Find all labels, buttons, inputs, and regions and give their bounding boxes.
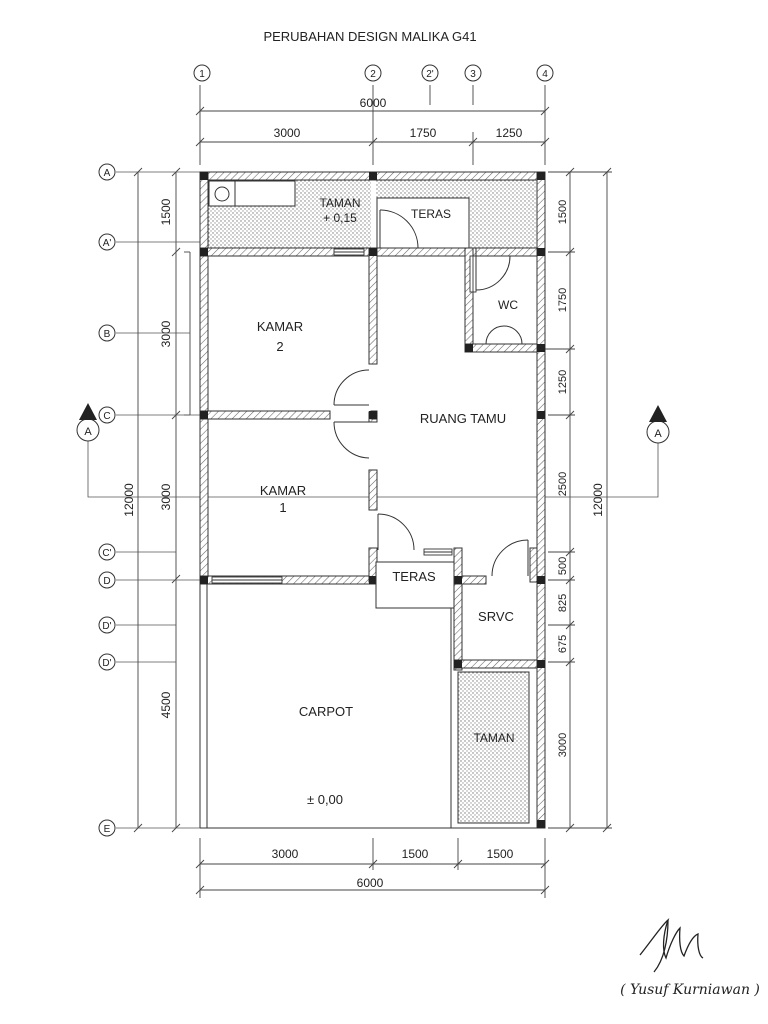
dim-top-total: 6000 (360, 96, 387, 110)
room-label-wc: WC (498, 298, 518, 312)
dim-top-seg-3: 1250 (496, 126, 523, 140)
teras-top-box (376, 197, 470, 249)
row-grid-markers (98, 163, 116, 837)
grid-col-4: 4 (542, 69, 548, 80)
grid-col-1: 1 (199, 69, 205, 80)
taman-bottom-fill (457, 671, 530, 824)
grid-row-b: B (104, 329, 111, 340)
structural-columns (200, 172, 545, 828)
column-grid-markers (193, 64, 554, 82)
room-label-kamar-1: KAMAR (260, 483, 306, 498)
grid-row-e: E (104, 824, 111, 835)
doors (333, 209, 529, 577)
row-grid-leaders (116, 171, 200, 829)
grid-row-d: D (103, 576, 110, 587)
grid-col-2p: 2' (426, 69, 434, 80)
section-marker-left (76, 403, 100, 442)
dim-right-seg-5: 500 (557, 557, 569, 575)
bottom-dimensions (195, 838, 550, 898)
grid-row-d-prime-2: D' (102, 658, 111, 669)
dim-right-seg-8: 3000 (557, 733, 569, 757)
dim-right-seg-3: 1250 (557, 370, 569, 394)
room-label-ruang-tamu: RUANG TAMU (420, 411, 506, 426)
grid-col-3: 3 (470, 69, 476, 80)
room-label-srvc: SRVC (478, 609, 514, 624)
dim-right-seg-6: 825 (557, 594, 569, 612)
room-number-kamar-1: 1 (279, 500, 286, 515)
dim-bottom-seg-2: 1500 (402, 847, 429, 861)
section-label-left: A (84, 426, 92, 438)
grid-row-c-prime: C' (102, 548, 111, 559)
room-level-taman-top: + 0,15 (323, 211, 357, 225)
room-label-kamar-2: KAMAR (257, 319, 303, 334)
room-label-taman-bottom: TAMAN (473, 731, 514, 745)
dim-right-seg-1: 1500 (557, 200, 569, 224)
signature-name: ( Yusuf Kurniawan ) (620, 982, 760, 998)
dim-right-seg-4: 2500 (557, 472, 569, 496)
taman-top-right-fill (470, 198, 536, 248)
dim-left-seg-2: 3000 (159, 320, 173, 347)
room-label-teras-top: TERAS (411, 207, 451, 221)
section-label-right: A (654, 428, 662, 440)
dim-right-seg-7: 675 (557, 635, 569, 653)
dim-left-seg-4: 4500 (159, 691, 173, 718)
teras-mid-box (375, 561, 455, 609)
room-number-kamar-2: 2 (276, 339, 283, 354)
room-level-carpot: ± 0,00 (307, 792, 343, 807)
room-label-teras-mid: TERAS (392, 569, 436, 584)
dim-bottom-seg-3: 1500 (487, 847, 514, 861)
dim-left-seg-1: 1500 (159, 198, 173, 225)
room-label-carpot: CARPOT (299, 704, 353, 719)
left-dimensions (133, 167, 191, 833)
dim-top-seg-2: 1750 (410, 126, 437, 140)
carport-outline (199, 584, 537, 829)
room-label-taman-top: TAMAN (319, 196, 360, 210)
dim-left-total: 12000 (122, 483, 136, 517)
signature-mark (639, 918, 704, 973)
dim-right-seg-2: 1750 (557, 288, 569, 312)
dim-right-total: 12000 (591, 483, 605, 517)
section-marker-right (646, 405, 670, 444)
right-dimensions (530, 167, 612, 833)
drawing-title: PERUBAHAN DESIGN MALIKA G41 (263, 29, 476, 44)
grid-row-c: C (103, 411, 110, 422)
dim-top-seg-1: 3000 (274, 126, 301, 140)
grid-row-d-prime-1: D' (102, 621, 111, 632)
top-dimensions (195, 85, 550, 165)
dim-bottom-seg-1: 3000 (272, 847, 299, 861)
basin-icon (214, 186, 230, 202)
grid-row-a-prime: A' (103, 238, 112, 249)
grid-col-2: 2 (370, 69, 376, 80)
taman-top-strip-fill (376, 180, 536, 198)
grid-row-a: A (104, 168, 111, 179)
dim-bottom-total: 6000 (357, 876, 384, 890)
